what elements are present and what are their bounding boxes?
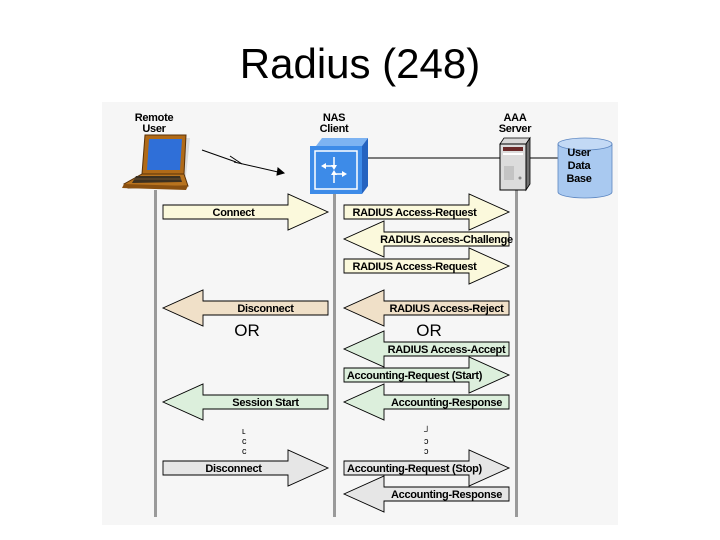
arrow-label: RADIUS Access-Request: [352, 261, 477, 273]
svg-text:Client: Client: [320, 123, 349, 135]
svg-text:Server: Server: [499, 123, 532, 135]
arrow-shape: [343, 449, 511, 487]
message-arrow: RADIUS Access-Accept: [342, 330, 510, 368]
arrow-label: RADIUS Access-Request: [352, 207, 477, 219]
arrow-shape: [343, 356, 511, 394]
continuation-marks-left: ʟ ᴄ ᴄ: [242, 426, 247, 456]
arrow-shape: [342, 330, 510, 368]
svg-text:User: User: [142, 123, 166, 135]
or-label-right: OR: [416, 321, 442, 340]
arrow-shape: [162, 193, 330, 231]
lifeline-remote-user: [154, 190, 157, 517]
message-arrow: Accounting-Request (Stop): [343, 449, 511, 487]
arrow-shape: [162, 449, 330, 487]
arrow-label: RADIUS Access-Accept: [388, 344, 506, 356]
entity-label-nas-client: NAS Client: [320, 112, 350, 135]
server-icon: [499, 136, 531, 192]
svg-text:AAA: AAA: [504, 112, 527, 124]
entity-label-aaa-server: AAA Server: [499, 112, 533, 135]
arrow-shape: [343, 193, 511, 231]
arrow-label: Disconnect: [205, 463, 262, 475]
lifeline-nas-client: [333, 190, 336, 517]
arrow-shape: [342, 220, 510, 258]
svg-text:ᴄ: ᴄ: [242, 446, 247, 456]
svg-text:User: User: [567, 147, 591, 159]
message-arrow: Connect: [162, 193, 330, 231]
message-arrow: Accounting-Request (Start): [343, 356, 511, 394]
entity-label-remote-user: Remote User: [135, 112, 174, 135]
arrow-shape: [161, 383, 329, 421]
arrow-label: RADIUS Access-Challenge: [380, 234, 513, 246]
svg-text:ᴄ: ᴄ: [242, 436, 247, 446]
lifeline-aaa-server: [515, 190, 518, 517]
database-icon: User Data Base: [557, 137, 613, 199]
svg-text:Data: Data: [568, 160, 592, 172]
arrow-label: Accounting-Request (Stop): [347, 463, 483, 475]
or-label-left: OR: [234, 321, 260, 340]
dialup-link-icon: [201, 149, 286, 176]
message-arrow: Accounting-Response: [342, 475, 510, 513]
arrow-label: Connect: [213, 207, 256, 219]
arrow-shape: [342, 289, 510, 327]
radius-sequence-diagram: Remote User NAS Client AAA Server: [102, 102, 618, 525]
arrow-label: Session Start: [232, 397, 299, 409]
continuation-marks-right: ┘ ↄ ↄ: [424, 425, 430, 456]
message-arrow: Session Start: [161, 383, 329, 421]
arrow-label: Accounting-Response: [391, 397, 502, 409]
message-arrow: RADIUS Access-Challenge: [342, 220, 513, 258]
svg-text:Remote: Remote: [135, 112, 174, 124]
arrow-label: Disconnect: [237, 303, 294, 315]
svg-text:NAS: NAS: [323, 112, 345, 124]
arrow-shape: [343, 247, 511, 285]
message-arrow: RADIUS Access-Reject: [342, 289, 510, 327]
arrow-shape: [342, 383, 510, 421]
lifelines: [154, 190, 518, 517]
svg-text:ʟ: ʟ: [242, 426, 246, 436]
message-arrow: RADIUS Access-Request: [343, 247, 511, 285]
message-arrow: Disconnect: [162, 449, 330, 487]
slide-title: Radius (248): [239, 40, 481, 87]
message-arrow: Disconnect: [161, 289, 329, 327]
svg-text:ↄ: ↄ: [424, 446, 429, 456]
svg-text:ↄ: ↄ: [424, 436, 429, 446]
svg-text:Base: Base: [566, 173, 591, 185]
arrow-label: RADIUS Access-Reject: [389, 303, 504, 315]
laptop-icon: [122, 134, 190, 190]
arrow-label: Accounting-Response: [391, 489, 502, 501]
arrow-shape: [342, 475, 510, 513]
svg-text:┘: ┘: [424, 425, 430, 436]
router-icon: [310, 138, 368, 194]
message-arrow: Accounting-Response: [342, 383, 510, 421]
arrow-shape: [161, 289, 329, 327]
message-arrow: RADIUS Access-Request: [343, 193, 511, 231]
arrow-label: Accounting-Request (Start): [347, 370, 483, 382]
